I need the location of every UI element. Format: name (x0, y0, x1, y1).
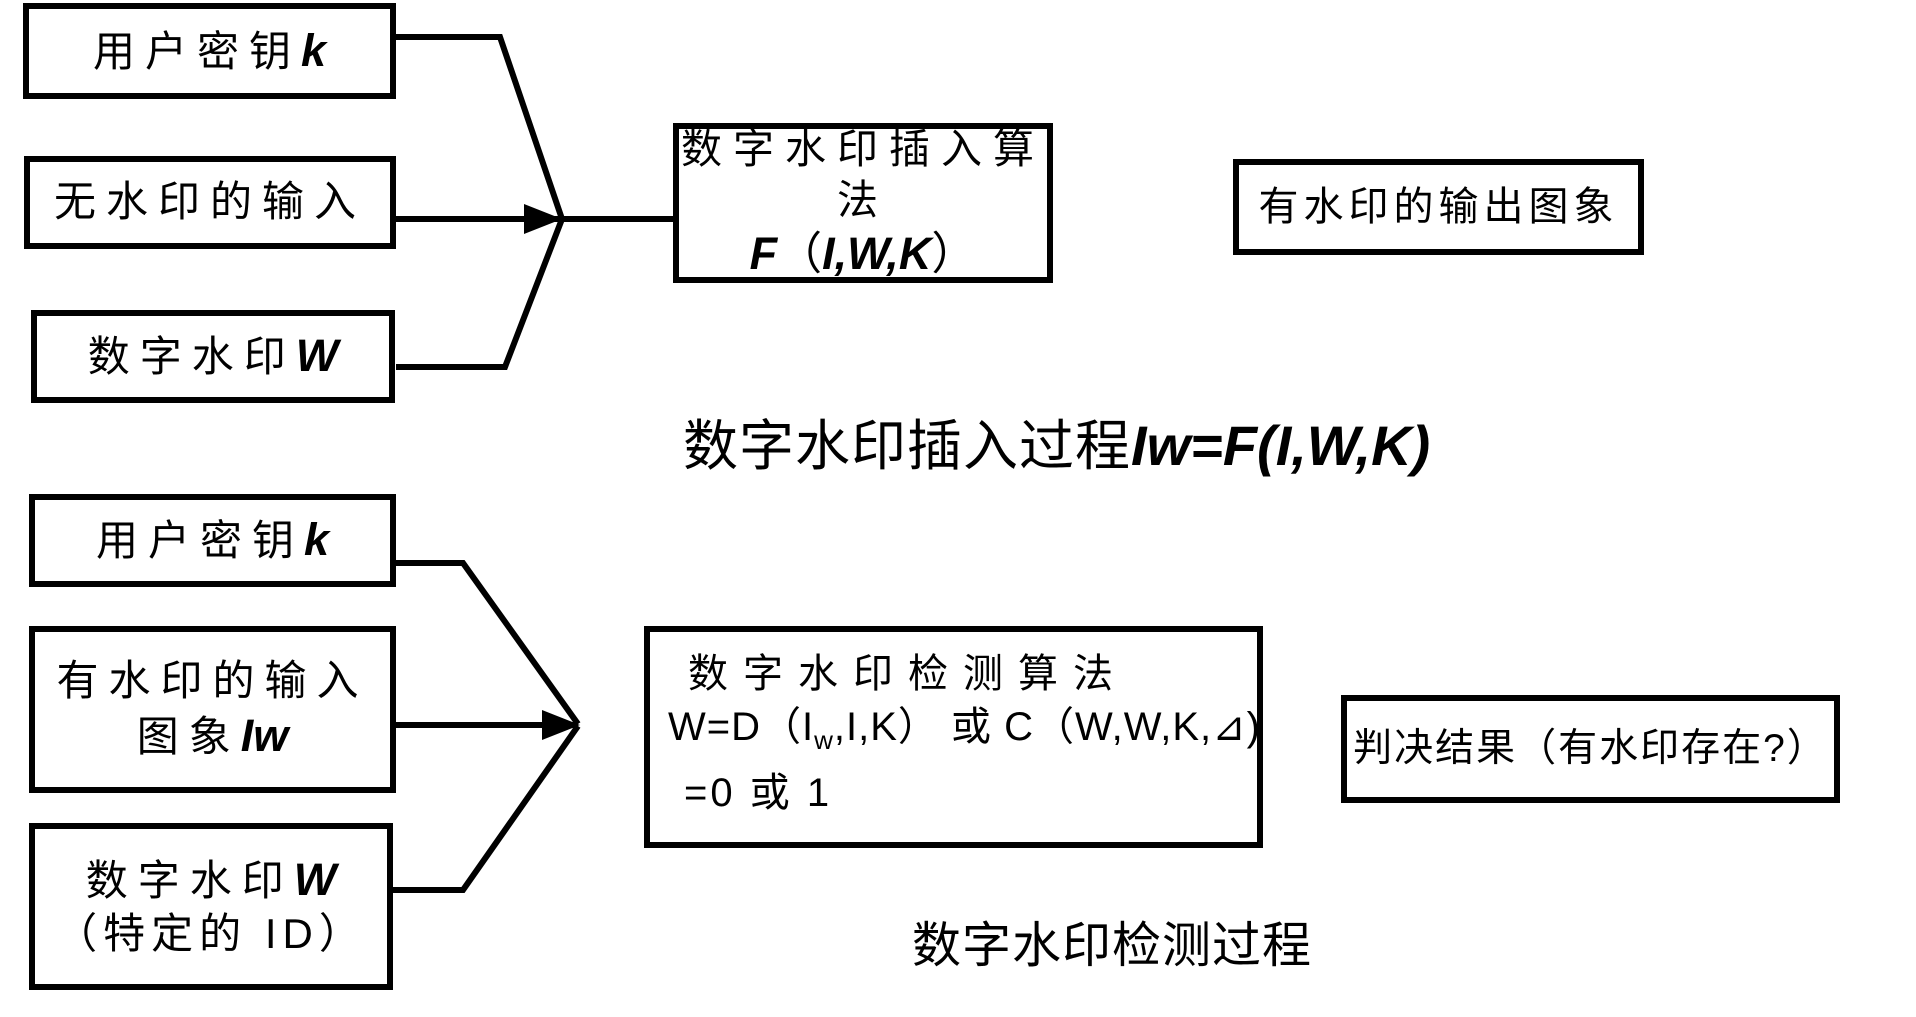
box-label: 无水印的输入 (53, 178, 366, 226)
input-box-user-key-insertion: 用户密钥k (23, 3, 396, 99)
caption-text: 数字水印检测过程 (912, 919, 1313, 973)
algorithm-formula-line1: W=D（Iw,I,K） 或 C（W,W,K,⊿) (668, 701, 1261, 767)
process-box-insertion-algorithm: 数字水印插入算法 F（I,W,K） (673, 123, 1053, 283)
box-label: 有水印的输出图象 (1258, 185, 1619, 229)
box-label: 用户密钥k (93, 23, 326, 79)
watermark-variable: W (295, 330, 339, 382)
box-label-line1: 有水印的输入 (56, 657, 369, 705)
box-label-line2: 图象Iw (137, 708, 289, 764)
input-box-watermark-insertion: 数字水印W (31, 310, 395, 403)
user-key-text: 用户密钥 (92, 27, 301, 75)
user-key-text: 用户密钥 (95, 517, 304, 565)
input-box-watermarked-input: 有水印的输入 图象Iw (29, 626, 396, 793)
caption-insertion-process: 数字水印插入过程Iw=F(I,W,K) (683, 401, 1430, 481)
process-box-detection-algorithm: 数字水印检测算法 W=D（Iw,I,K） 或 C（W,W,K,⊿) =0 或 1 (644, 626, 1263, 848)
formula-func: F (749, 228, 778, 280)
box-label-line2: （特定的 ID） (55, 910, 367, 958)
image-variable: Iw (240, 709, 289, 761)
connector-watermark-bottom (393, 724, 581, 893)
input-box-watermark-detection: 数字水印W （特定的 ID） (29, 823, 393, 990)
arrowhead-detection (542, 710, 580, 740)
algorithm-title: 数字水印插入算法 (681, 125, 1045, 223)
watermark-text: 数字水印 (85, 857, 294, 905)
box-label-line1: 数字水印W (86, 852, 337, 908)
formula-open-paren: （ (777, 228, 823, 280)
output-box-decision-result: 判决结果（有水印存在?） (1341, 695, 1840, 803)
caption-text: 数字水印插入过程 (683, 415, 1132, 477)
image-text: 图象 (136, 712, 241, 760)
formula-suffix: ,I,K） 或 C（W,W,K,⊿) (833, 705, 1261, 749)
watermark-variable: W (293, 854, 337, 906)
formula-close-paren: ） (931, 228, 977, 280)
user-key-variable: k (303, 514, 330, 566)
watermark-text: 数字水印 (87, 333, 296, 381)
box-label: 数字水印W (88, 328, 339, 384)
connector-userkey-bottom (396, 560, 581, 726)
algorithm-title: 数字水印检测算法 (688, 652, 1128, 696)
formula-prefix: W=D（I (668, 705, 815, 749)
caption-detection-process: 数字水印检测过程 (912, 906, 1312, 977)
connector-userkey-top (396, 34, 565, 220)
formula-args: I,W,K (822, 228, 932, 280)
caption-formula: Iw=F(I,W,K) (1131, 414, 1431, 477)
output-box-watermarked-image: 有水印的输出图象 (1233, 159, 1644, 255)
algorithm-formula-line2: =0 或 1 (684, 771, 833, 815)
input-box-user-key-detection: 用户密钥k (29, 494, 396, 587)
box-label: 判决结果（有水印存在?） (1353, 726, 1828, 770)
box-label: 用户密钥k (96, 512, 329, 568)
formula-subscript: w (814, 725, 834, 755)
input-box-unwatermarked-input: 无水印的输入 (24, 156, 396, 249)
algorithm-formula: F（I,W,K） (750, 226, 977, 282)
user-key-variable: k (300, 24, 327, 76)
connector-watermark-top (396, 217, 565, 370)
arrowhead-insertion (524, 204, 562, 234)
